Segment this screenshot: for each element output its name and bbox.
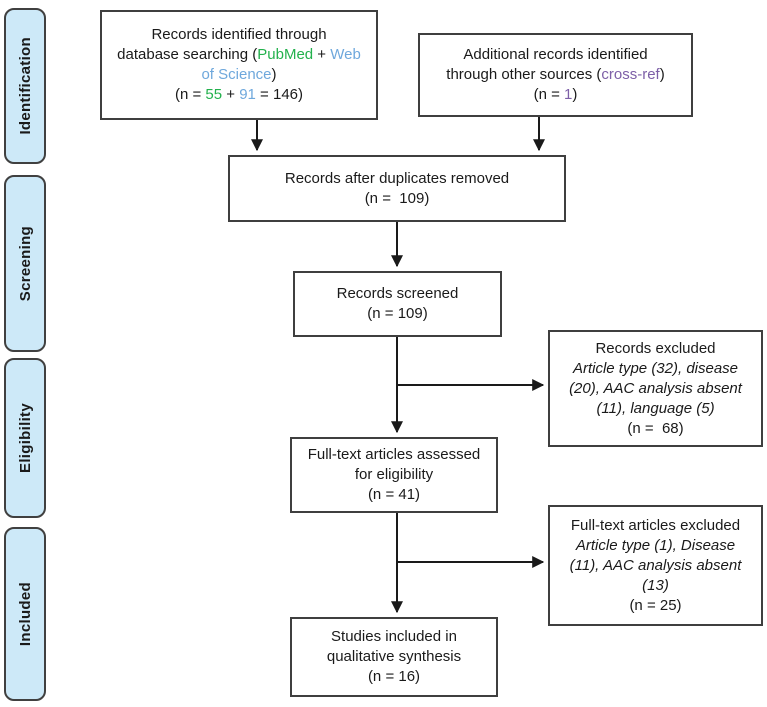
sidebar-item-screening: Screening (4, 175, 46, 352)
box-duplicates-removed: Records after duplicates removed (n = 10… (228, 155, 566, 222)
box-studies-included: Studies included in qualitative synthesi… (290, 617, 498, 697)
box-records-screened: Records screened (n = 109) (293, 271, 502, 337)
sidebar-label: Identification (16, 37, 34, 135)
sidebar-item-eligibility: Eligibility (4, 358, 46, 518)
box-records-identified: Records identified through database sear… (100, 10, 378, 120)
box-records-excluded: Records excluded Article type (32), dise… (548, 330, 763, 447)
sidebar-label: Included (16, 581, 34, 647)
sidebar-label: Screening (16, 225, 34, 302)
box-additional-records: Additional records identified through ot… (418, 33, 693, 117)
box-fulltext-excluded: Full-text articles excluded Article type… (548, 505, 763, 626)
sidebar-label: Eligibility (16, 403, 34, 473)
sidebar-item-identification: Identification (4, 8, 46, 164)
box-fulltext-assessed: Full-text articles assessed for eligibil… (290, 437, 498, 513)
sidebar-item-included: Included (4, 527, 46, 701)
